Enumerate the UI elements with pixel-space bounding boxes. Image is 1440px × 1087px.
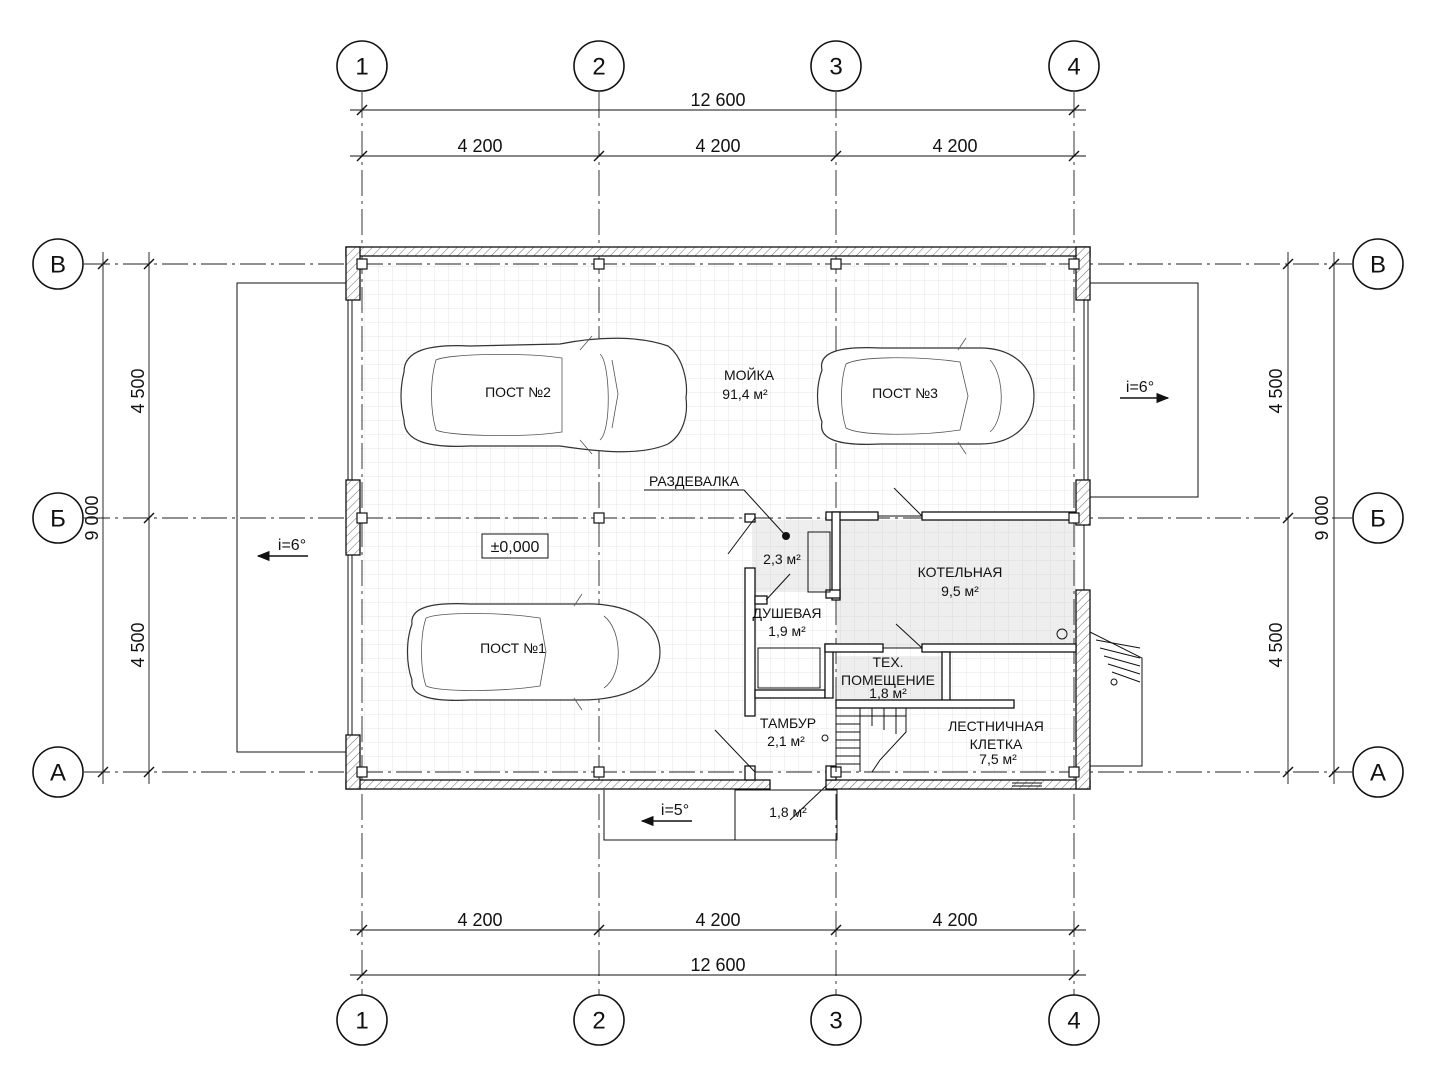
room-tech-area: 1,8 м² — [869, 685, 907, 701]
room-stair-area: 7,5 м² — [979, 751, 1017, 767]
dim-right-total: 9 000 — [1312, 495, 1332, 540]
room-shower-area: 1,9 м² — [768, 623, 806, 639]
dim-top-bay-3: 4 200 — [932, 136, 977, 156]
dim-right-upper: 4 500 — [1266, 368, 1286, 413]
slope-bottom-text: i=5° — [661, 802, 689, 819]
axis-top-4: 4 — [1067, 54, 1080, 81]
level-mark: ±0,000 — [481, 533, 549, 559]
dim-top-bay-2: 4 200 — [695, 136, 740, 156]
axis-top-1: 1 — [355, 54, 368, 81]
dimensions-bottom: 4 200 4 200 4 200 12 600 — [350, 910, 1086, 981]
car-post-1 — [406, 593, 661, 711]
room-porch-area: 1,8 м² — [769, 804, 807, 820]
dim-top-total: 12 600 — [690, 90, 745, 110]
axis-bottom-2: 2 — [592, 1008, 605, 1035]
dim-left-upper: 4 500 — [128, 368, 148, 413]
axis-bubbles-top: 1 2 3 4 — [336, 40, 1100, 92]
axis-bottom-3: 3 — [829, 1008, 842, 1035]
room-tech-name-2: ПОМЕЩЕНИЕ — [841, 672, 935, 688]
room-stair-name-2: КЛЕТКА — [970, 736, 1023, 752]
stairs — [734, 532, 1143, 841]
axis-right-b: Б — [1370, 506, 1386, 533]
room-changing-area: 2,3 м² — [763, 551, 801, 567]
axis-right-v: В — [1370, 252, 1386, 279]
slope-arrows: i=6° i=6° i=5° — [256, 379, 1170, 827]
axis-right-a: А — [1370, 760, 1386, 787]
axis-top-3: 3 — [829, 54, 842, 81]
dim-bottom-bay-2: 4 200 — [695, 910, 740, 930]
axis-bottom-4: 4 — [1067, 1008, 1080, 1035]
axis-bubbles-left: В Б А — [32, 238, 84, 798]
dim-left-total: 9 000 — [82, 495, 102, 540]
axis-top-2: 2 — [592, 54, 605, 81]
axis-left-b: Б — [50, 506, 66, 533]
room-labels: МОЙКА 91,4 м² ПОСТ №2 ПОСТ №3 ПОСТ №1 РА… — [480, 366, 1044, 820]
dim-left-lower: 4 500 — [128, 622, 148, 667]
room-post3-name: ПОСТ №3 — [872, 385, 938, 401]
dimensions-right: 4 500 4 500 9 000 — [1266, 252, 1340, 784]
dim-bottom-bay-3: 4 200 — [932, 910, 977, 930]
axis-bubbles-right: В Б А — [1352, 238, 1404, 798]
dim-bottom-bay-1: 4 200 — [457, 910, 502, 930]
room-vestibule-area: 2,1 м² — [767, 733, 805, 749]
room-stair-name-1: ЛЕСТНИЧНАЯ — [948, 718, 1044, 734]
room-changing-name: РАЗДЕВАЛКА — [649, 473, 740, 489]
room-boiler-area: 9,5 м² — [941, 583, 979, 599]
dim-top-bay-1: 4 200 — [457, 136, 502, 156]
axis-bottom-1: 1 — [355, 1008, 368, 1035]
axis-left-a: А — [50, 760, 66, 787]
dim-bottom-total: 12 600 — [690, 955, 745, 975]
dimensions-top: 12 600 4 200 4 200 4 200 — [350, 90, 1086, 162]
room-wash-area: 91,4 м² — [722, 386, 768, 402]
car-post-3 — [816, 337, 1035, 455]
room-wash-name: МОЙКА — [724, 366, 775, 383]
ramp-outlines — [236, 282, 1199, 841]
axis-left-v: В — [50, 252, 66, 279]
room-tech-name-1: ТЕХ. — [872, 654, 903, 670]
level-mark-text: ±0,000 — [491, 539, 540, 556]
dim-right-lower: 4 500 — [1266, 622, 1286, 667]
slope-left-text: i=6° — [278, 537, 306, 554]
room-boiler-name: КОТЕЛЬНАЯ — [918, 564, 1003, 580]
room-post1-name: ПОСТ №1 — [480, 640, 546, 656]
doors — [714, 487, 923, 821]
axis-bubbles-bottom: 1 2 3 4 — [336, 994, 1100, 1046]
room-vestibule-name: ТАМБУР — [760, 715, 816, 731]
interior-walls — [744, 511, 1077, 781]
room-post2-name: ПОСТ №2 — [485, 384, 551, 400]
slope-right-text: i=6° — [1126, 379, 1154, 396]
room-shower-name: ДУШЕВАЯ — [752, 605, 821, 621]
car-post-2 — [400, 335, 688, 455]
dimensions-left: 9 000 4 500 4 500 — [82, 252, 155, 784]
